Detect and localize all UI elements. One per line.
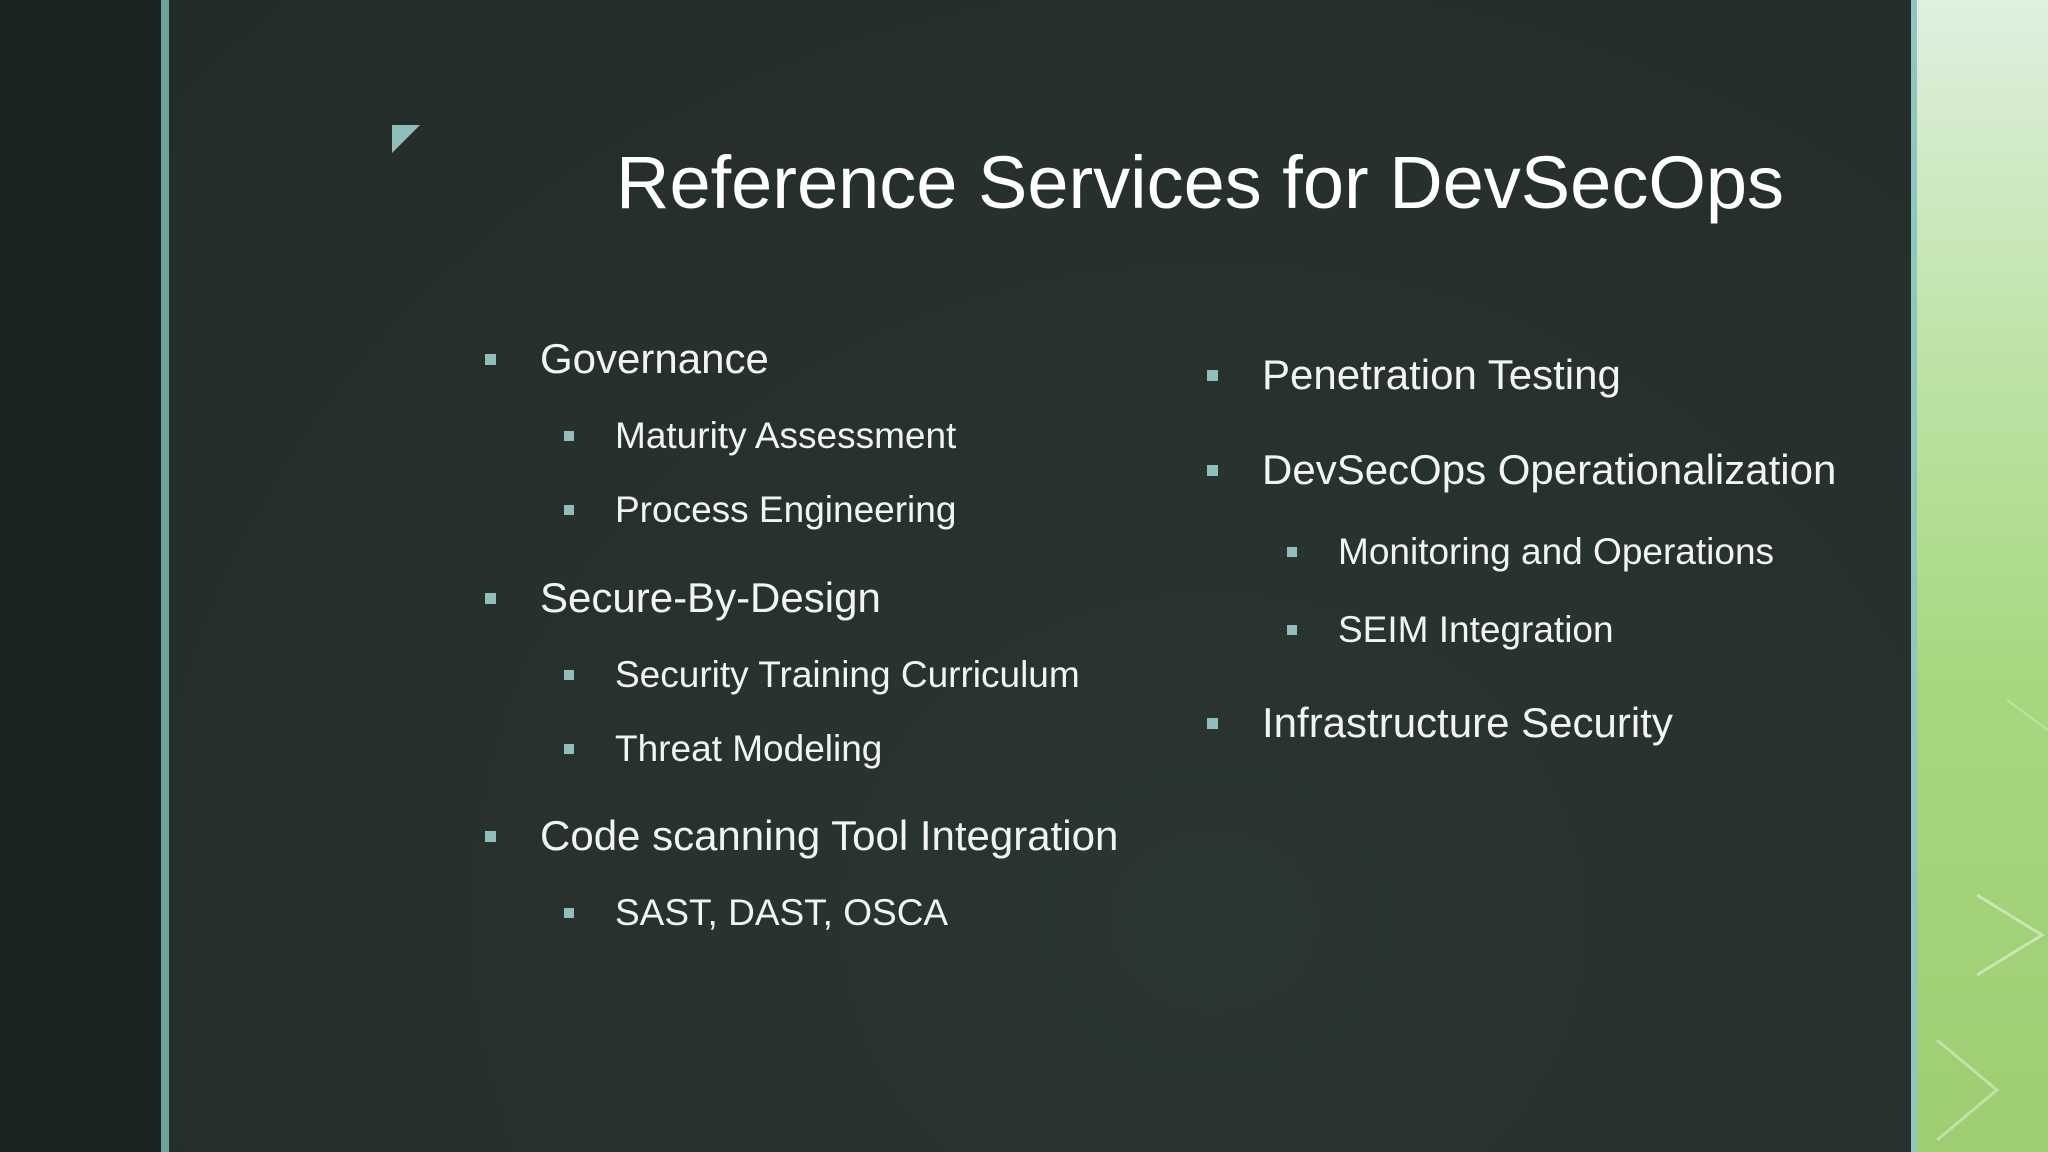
sub-bullet-label: Security Training Curriculum xyxy=(615,654,1080,695)
sub-bullet-item-threat-modeling: Threat Modeling xyxy=(564,727,883,771)
sub-bullet-item-seim-integration: SEIM Integration xyxy=(1287,608,1614,652)
sub-bullet-label: SEIM Integration xyxy=(1338,609,1614,650)
square-bullet-icon xyxy=(1207,465,1218,476)
right-accent-rule xyxy=(1911,0,1917,1152)
square-bullet-icon xyxy=(1207,718,1218,729)
square-bullet-icon xyxy=(1207,370,1218,381)
slide-title: Reference Services for DevSecOps xyxy=(616,141,1785,224)
bullet-label: Governance xyxy=(540,335,769,382)
left-decorative-band xyxy=(0,0,161,1152)
chevron-pattern-icon xyxy=(1936,699,2048,1142)
bullet-label: DevSecOps Operationalization xyxy=(1262,446,1837,493)
bullet-item-governance: Governance xyxy=(485,334,769,384)
sub-bullet-item-process-engineering: Process Engineering xyxy=(564,488,957,532)
bullet-label: Penetration Testing xyxy=(1262,351,1621,398)
bullet-item-secure-by-design: Secure-By-Design xyxy=(485,573,881,623)
square-bullet-icon xyxy=(564,908,574,918)
square-bullet-icon xyxy=(564,670,574,680)
sub-bullet-item-security-training: Security Training Curriculum xyxy=(564,653,1080,697)
sub-bullet-item-monitoring-operations: Monitoring and Operations xyxy=(1287,530,1775,574)
right-decorative-band xyxy=(1917,0,2048,1152)
square-bullet-icon xyxy=(485,831,496,842)
sub-bullet-item-maturity-assessment: Maturity Assessment xyxy=(564,414,957,458)
square-bullet-icon xyxy=(485,593,496,604)
sub-bullet-label: SAST, DAST, OSCA xyxy=(615,892,949,933)
square-bullet-icon xyxy=(1287,625,1297,635)
sub-bullet-label: Threat Modeling xyxy=(615,728,883,769)
bullet-label: Code scanning Tool Integration xyxy=(540,812,1119,859)
square-bullet-icon xyxy=(564,744,574,754)
bullet-item-code-scanning: Code scanning Tool Integration xyxy=(485,811,1119,861)
sub-bullet-item-sast-dast-osca: SAST, DAST, OSCA xyxy=(564,891,949,935)
sub-bullet-label: Maturity Assessment xyxy=(615,415,957,456)
square-bullet-icon xyxy=(1287,547,1297,557)
bullet-label: Secure-By-Design xyxy=(540,574,881,621)
left-accent-rule xyxy=(161,0,169,1152)
bullet-label: Infrastructure Security xyxy=(1262,699,1673,746)
sub-bullet-label: Process Engineering xyxy=(615,489,957,530)
corner-triangle-icon xyxy=(392,125,420,153)
bullet-item-penetration-testing: Penetration Testing xyxy=(1207,350,1621,400)
square-bullet-icon xyxy=(485,354,496,365)
content-panel xyxy=(169,0,1911,1152)
sub-bullet-label: Monitoring and Operations xyxy=(1338,531,1775,572)
square-bullet-icon xyxy=(564,505,574,515)
bullet-item-devsecops-operationalization: DevSecOps Operationalization xyxy=(1207,445,1837,495)
square-bullet-icon xyxy=(564,431,574,441)
bullet-item-infrastructure-security: Infrastructure Security xyxy=(1207,698,1673,748)
